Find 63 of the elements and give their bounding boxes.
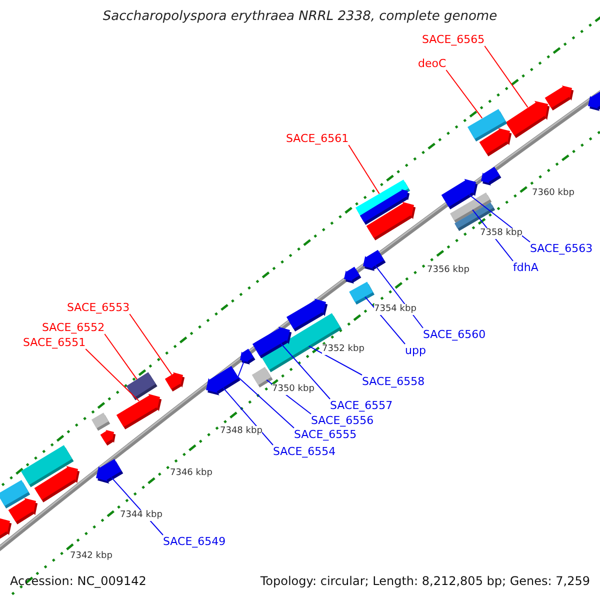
- leader-line: [364, 296, 406, 344]
- gene-label: upp: [405, 344, 426, 357]
- scale-label: 7356 kbp: [427, 265, 470, 276]
- gene-block: [206, 366, 240, 396]
- scale-label: 7350 kbp: [272, 384, 314, 395]
- leader-line: [104, 334, 138, 380]
- gene-label: fdhA: [513, 261, 538, 274]
- gene-block: [588, 90, 600, 112]
- gene-label: SACE_6561: [286, 132, 349, 145]
- gene-label: SACE_6551: [23, 336, 86, 349]
- footer-text: Accession: NC_009142: [10, 574, 146, 588]
- leader-line: [280, 343, 330, 400]
- scale-label: 7348 kbp: [220, 426, 262, 437]
- leader-line: [446, 70, 483, 119]
- gene-block: [479, 128, 512, 156]
- gene-label: SACE_6565: [422, 33, 485, 46]
- gene-block: [544, 85, 574, 110]
- leader-line: [129, 314, 172, 376]
- leader-line: [237, 360, 294, 428]
- gene-block: [349, 282, 375, 305]
- gene-block: [344, 266, 362, 284]
- gene-label: SACE_6555: [294, 428, 357, 441]
- gene-block: [366, 202, 416, 240]
- leader-line: [348, 144, 380, 194]
- leader-line: [308, 346, 362, 376]
- gene-label: SACE_6556: [311, 414, 374, 427]
- gene-label: SACE_6563: [530, 242, 593, 255]
- gene-block: [252, 366, 273, 388]
- scale-label: 7354 kbp: [374, 304, 416, 315]
- scale-label: 7346 kbp: [170, 468, 212, 479]
- gene-block: [164, 372, 185, 392]
- leader-line: [484, 46, 528, 108]
- gene-label: SACE_6549: [163, 535, 226, 548]
- gene-block: [286, 298, 328, 332]
- gene-block: [363, 250, 386, 272]
- scale-label: 7358 kbp: [480, 228, 522, 239]
- gene-label: SACE_6560: [423, 328, 486, 341]
- gene-block: [91, 412, 110, 431]
- gene-label: SACE_6553: [67, 301, 130, 314]
- scale-label: 7342 kbp: [70, 551, 112, 562]
- scale-label: 7360 kbp: [532, 188, 574, 199]
- gene-block: [240, 348, 256, 365]
- footer-text: Topology: circular; Length: 8,212,805 bp; Genes: 7,259: [260, 574, 590, 588]
- scale-label: 7344 kbp: [120, 510, 162, 521]
- gene-block: [96, 458, 124, 484]
- leader-line: [222, 387, 274, 446]
- gene-block: [252, 326, 292, 358]
- leader-line: [85, 348, 140, 402]
- gene-block: [506, 100, 550, 138]
- gene-block: [8, 498, 38, 524]
- gene-block: [116, 394, 162, 430]
- gene-block: [100, 430, 116, 446]
- gene-label: deoC: [418, 57, 446, 70]
- scale-label: 7352 kbp: [322, 344, 364, 355]
- leader-line: [468, 194, 530, 242]
- gene-label: SACE_6557: [330, 399, 393, 412]
- title: Saccharopolyspora erythraea NRRL 2338, complete genome: [102, 9, 498, 24]
- gene-block: [0, 518, 12, 540]
- gene-label: SACE_6558: [362, 375, 425, 388]
- gene-label: SACE_6552: [42, 321, 105, 334]
- gene-block: [481, 166, 502, 186]
- gene-label: SACE_6554: [273, 445, 336, 458]
- gene-block: [34, 466, 80, 502]
